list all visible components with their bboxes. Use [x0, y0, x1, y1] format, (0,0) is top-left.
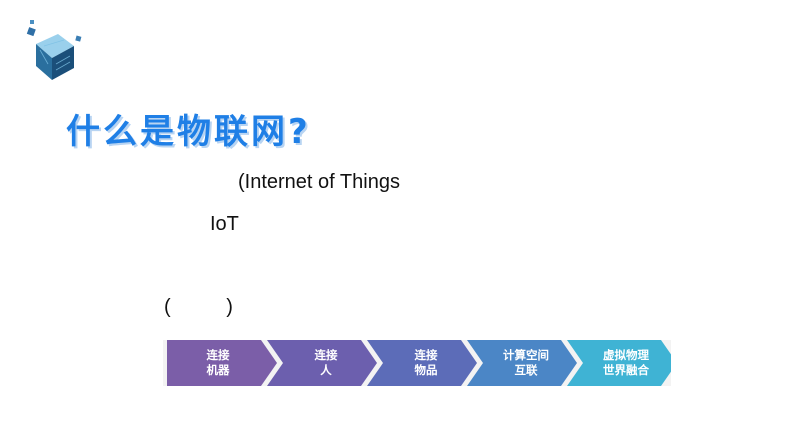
flow-step-arrow [567, 340, 671, 386]
flow-step-label: 虚拟物理世界融合 [587, 340, 665, 386]
flow-step-line2: 互联 [514, 363, 538, 377]
flow-step-arrow [467, 340, 577, 386]
flow-step-arrow [367, 340, 477, 386]
flow-step-line1: 连接 [414, 348, 438, 362]
flow-step-line2: 物品 [414, 363, 438, 377]
flow-step-line1: 连接 [314, 348, 338, 362]
slide-title: 什么是物联网? [66, 112, 311, 152]
flow-step-label: 连接人 [287, 340, 365, 386]
flow-step-arrow [267, 340, 377, 386]
flow-step-label: 计算空间互联 [487, 340, 565, 386]
flow-step-line1: 虚拟物理 [603, 348, 649, 362]
data-cube-icon [26, 18, 86, 86]
evolution-flow: 连接机器连接人连接物品计算空间互联虚拟物理世界融合 [163, 340, 671, 386]
iot-abbrev-text: IoT [210, 213, 239, 235]
flow-step-line2: 世界融合 [603, 363, 649, 377]
flow-step-label: 连接机器 [171, 340, 265, 386]
flow-step-line1: 连接 [206, 348, 230, 362]
flow-step-line2: 机器 [206, 363, 230, 377]
flow-step-arrow [167, 340, 277, 386]
parenthesis-text: ( ) [164, 296, 233, 318]
flow-step-line1: 计算空间 [503, 348, 549, 362]
flow-arrows [167, 340, 671, 386]
iot-fullname-text: (Internet of Things [238, 171, 400, 193]
flow-step-label: 连接物品 [387, 340, 465, 386]
flow-step-line2: 人 [320, 363, 332, 377]
